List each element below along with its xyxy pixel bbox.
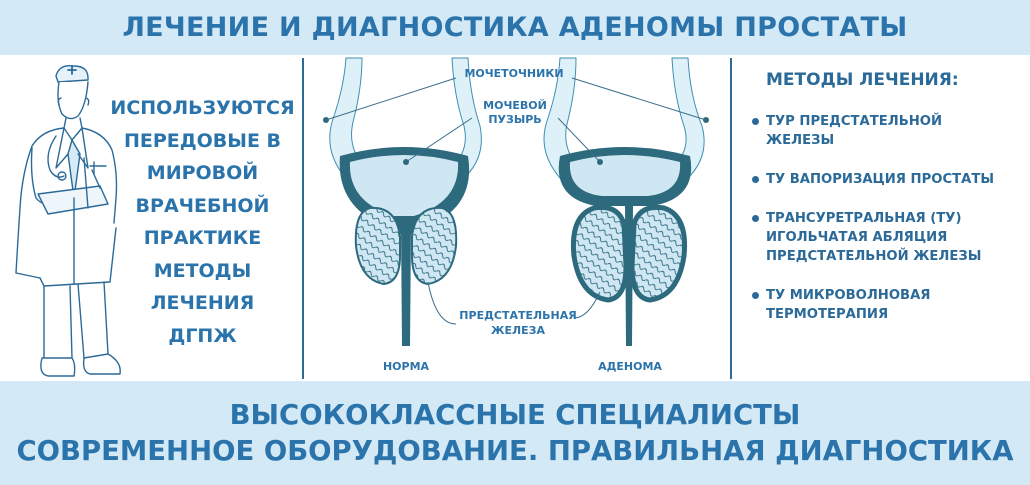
label-bladder-line2: ПУЗЫРЬ (488, 113, 541, 126)
advanced-methods-line: ЛЕЧЕНИЯ (150, 292, 255, 314)
left-divider (302, 58, 304, 379)
advanced-methods-line: МИРОВОЙ (146, 162, 259, 184)
bullet-icon (752, 176, 759, 183)
bullet-icon (752, 292, 759, 299)
footer-line-1: ВЫСОКОКЛАССНЫЕ СПЕЦИАЛИСТЫ (229, 399, 801, 431)
prostate-pointer-right (573, 291, 601, 319)
bladder-dot-left (403, 159, 409, 165)
normal-prostate-right-lobe (411, 206, 458, 286)
bullet-icon (752, 118, 759, 125)
advanced-methods-line: ПЕРЕДОВЫЕ В (123, 129, 282, 152)
method-item: ТУ МИКРОВОЛНОВАЯ ТЕРМОТЕРАПИЯ (748, 286, 1023, 324)
advanced-methods-text: ИСПОЛЬЗУЮТСЯ ПЕРЕДОВЫЕ В МИРОВОЙ ВРАЧЕБН… (110, 92, 295, 352)
advanced-methods-line: ВРАЧЕБНОЙ (135, 194, 270, 217)
right-divider (730, 58, 732, 379)
label-prostate-line2: ЖЕЛЕЗА (491, 324, 545, 337)
adenoma-prostate-right-lobe (629, 204, 688, 303)
bladder-pointer-left (405, 117, 473, 163)
ureter-pointer-left (325, 77, 457, 121)
label-adenoma: АДЕНОМА (598, 360, 662, 373)
top-banner: ЛЕЧЕНИЕ И ДИАГНОСТИКА АДЕНОМЫ ПРОСТАТЫ (0, 0, 1030, 55)
label-ureters: МОЧЕТОЧНИКИ (464, 67, 563, 80)
adenoma-urethra (625, 206, 633, 346)
adenoma-prostate-left-lobe (570, 204, 629, 303)
advanced-methods-line: ДГПЖ (168, 324, 237, 347)
label-prostate-line1: ПРЕДСТАТЕЛЬНАЯ (459, 309, 576, 322)
normal-urethra (401, 226, 411, 346)
prostate-pointer-left (427, 281, 457, 325)
methods-list: ТУР ПРЕДСТАТЕЛЬНОЙ ЖЕЛЕЗЫ ТУ ВАПОРИЗАЦИЯ… (748, 112, 1023, 344)
bottom-banner: ВЫСОКОКЛАССНЫЕ СПЕЦИАЛИСТЫ СОВРЕМЕННОЕ О… (0, 381, 1030, 485)
method-item: ТРАНСУРЕТРАЛЬНАЯ (ТУ) ИГОЛЬЧАТАЯ АБЛЯЦИЯ… (748, 209, 1023, 266)
footer-line-2: СОВРЕМЕННОЕ ОБОРУДОВАНИЕ. ПРАВИЛЬНАЯ ДИА… (16, 435, 1014, 467)
bladder-pointer-right (557, 117, 601, 163)
ureter-pointer-right (571, 77, 707, 121)
advanced-methods-line: ПРАКТИКЕ (143, 227, 262, 249)
ureter-dot-left (323, 117, 329, 123)
ureter-dot-right (703, 117, 709, 123)
page-title: ЛЕЧЕНИЕ И ДИАГНОСТИКА АДЕНОМЫ ПРОСТАТЫ (122, 12, 908, 43)
advanced-methods-line: МЕТОДЫ (153, 259, 252, 282)
methods-title: МЕТОДЫ ЛЕЧЕНИЯ: (766, 70, 959, 90)
bladder-dot-right (597, 159, 603, 165)
normal-organ (329, 57, 482, 346)
label-bladder-line1: МОЧЕВОЙ (483, 99, 547, 112)
adenoma-organ (543, 57, 705, 346)
normal-prostate-left-lobe (354, 206, 401, 286)
doctor-illustration (15, 65, 121, 377)
method-item: ТУ ВАПОРИЗАЦИЯ ПРОСТАТЫ (748, 170, 1023, 189)
label-normal: НОРМА (383, 360, 430, 373)
bullet-icon (752, 215, 759, 222)
anatomy-diagram: МОЧЕТОЧНИКИ МОЧЕВОЙ ПУЗЫРЬ ПРЕДСТАТЕЛЬНА… (323, 57, 709, 373)
advanced-methods-line: ИСПОЛЬЗУЮТСЯ (110, 97, 295, 119)
method-item: ТУР ПРЕДСТАТЕЛЬНОЙ ЖЕЛЕЗЫ (748, 112, 1023, 150)
